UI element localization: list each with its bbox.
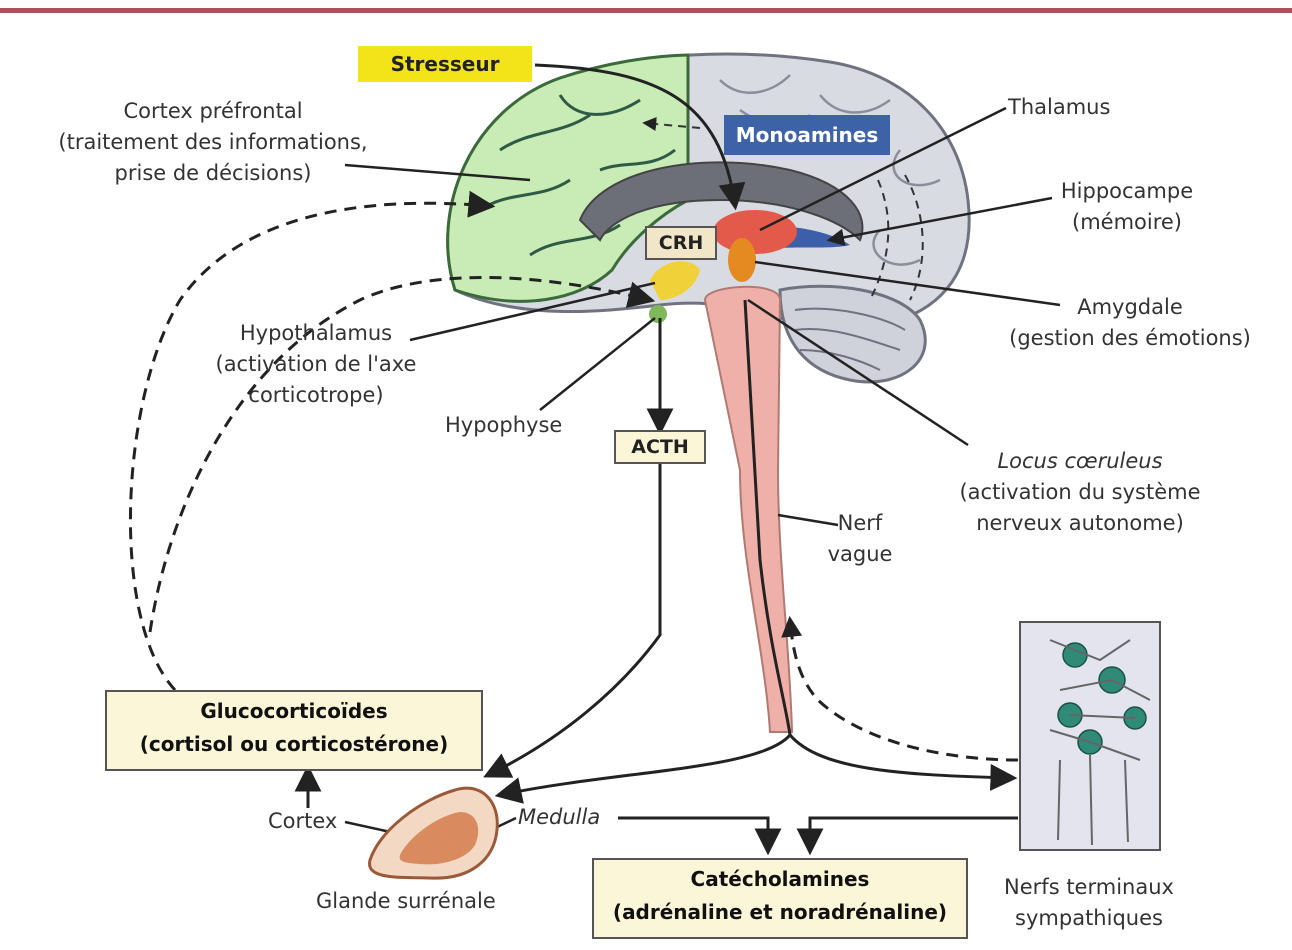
top-rule bbox=[0, 8, 1292, 13]
label-thalamus: Thalamus bbox=[1008, 92, 1110, 123]
catecholamines-box: Catécholamines (adrénaline et noradrénal… bbox=[592, 858, 968, 939]
label-hypophyse: Hypophyse bbox=[445, 410, 562, 441]
pointer-hypophyse bbox=[540, 318, 655, 410]
label-locus: Locus cœruleus (activation du système ne… bbox=[930, 446, 1230, 539]
label-cortex: Cortex bbox=[268, 806, 337, 837]
glucocorticoides-box: Glucocorticoïdes (cortisol ou corticosté… bbox=[105, 690, 483, 771]
label-cortex-prefrontal: Cortex préfrontal (traitement des inform… bbox=[28, 96, 398, 189]
acth-adrenal-arrow bbox=[488, 462, 660, 775]
amygdala-region bbox=[728, 238, 756, 282]
feedback-dashed-1 bbox=[130, 203, 490, 690]
acth-tag: ACTH bbox=[614, 430, 706, 464]
label-hypothalamus: Hypothalamus (activation de l'axe cortic… bbox=[186, 318, 446, 411]
label-medulla: Medulla bbox=[518, 802, 600, 833]
spinal-to-nerves bbox=[790, 735, 1012, 778]
nerves-arrow bbox=[810, 818, 1018, 850]
medulla-arrow bbox=[618, 818, 768, 850]
stressor-tag: Stresseur bbox=[358, 46, 532, 82]
label-nerfs-terminaux: Nerfs terminaux sympathiques bbox=[984, 872, 1194, 934]
label-nerf-vague: Nerf vague bbox=[808, 508, 912, 570]
label-glande: Glande surrénale bbox=[316, 886, 496, 917]
label-hippocampe: Hippocampe (mémoire) bbox=[1052, 176, 1202, 238]
sympathetic-dashed bbox=[790, 620, 1018, 760]
crh-tag: CRH bbox=[645, 226, 717, 260]
monoamines-tag: Monoamines bbox=[724, 115, 890, 155]
label-amygdale: Amygdale (gestion des émotions) bbox=[985, 292, 1275, 354]
